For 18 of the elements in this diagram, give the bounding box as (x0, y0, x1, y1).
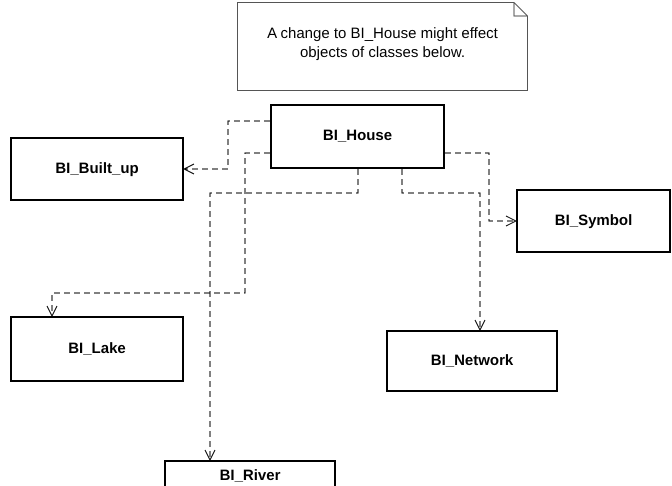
class-name: BI_Symbol (554, 210, 632, 231)
note (237, 2, 528, 91)
dependency-arrow (444, 152, 516, 226)
class-name: BI_Network (430, 350, 514, 371)
class-box (386, 330, 558, 392)
dependency-arrow (204, 168, 358, 460)
note-text: A change to BI_House might effect objects of classes below. (266, 24, 499, 62)
dependency-arrow (402, 168, 486, 330)
class-box (10, 316, 184, 382)
class-name: BI_Built_up (55, 158, 139, 179)
dependency-arrow (46, 152, 270, 316)
class-name: BI_House (322, 126, 392, 146)
class-name: BI_Lake (68, 338, 126, 359)
class-box (516, 189, 671, 253)
class-name: BI_River (220, 467, 280, 484)
dependency-arrow (184, 120, 270, 174)
class-box (10, 137, 184, 201)
class-box (270, 104, 445, 169)
